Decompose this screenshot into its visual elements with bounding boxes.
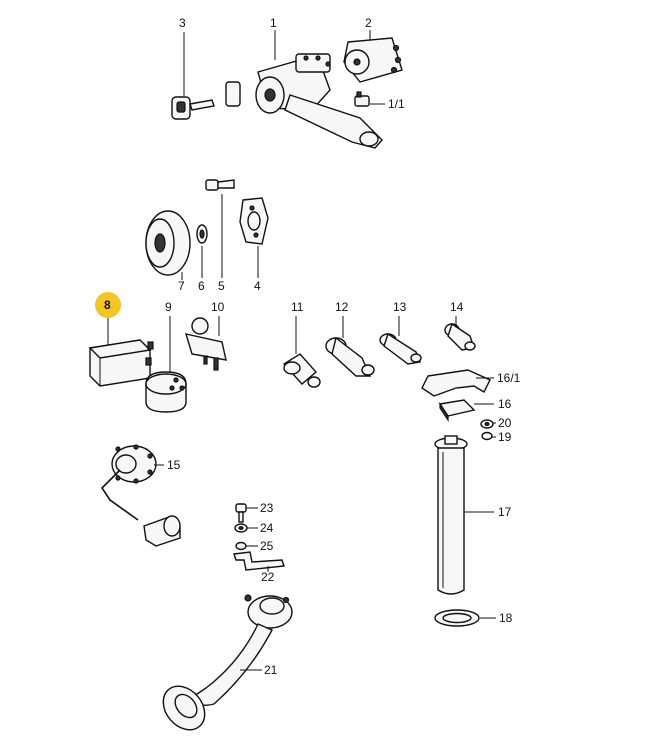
label-25: 25: [260, 539, 274, 553]
part-19-washer[interactable]: [481, 431, 493, 441]
part-12-oil-pressure-sender[interactable]: [325, 336, 375, 377]
part-18-gasket-ring[interactable]: [434, 609, 480, 627]
part-16-1-bracket[interactable]: [421, 369, 491, 397]
part-1-ignition-lock-housing[interactable]: [255, 53, 383, 149]
label-6: 6: [198, 279, 205, 293]
part-14-switch[interactable]: [444, 322, 476, 351]
label-13: 13: [393, 300, 407, 314]
label-2: 2: [365, 16, 372, 30]
label-17: 17: [498, 505, 512, 519]
part-23-bolt[interactable]: [235, 503, 247, 523]
part-10-brake-switch[interactable]: [184, 317, 227, 371]
part-15-tank-sender[interactable]: [100, 444, 181, 547]
label-5: 5: [218, 279, 225, 293]
label-16: 16: [498, 397, 512, 411]
part-17-fuel-level-sender[interactable]: [434, 435, 468, 595]
label-10: 10: [211, 300, 225, 314]
part-13-sender[interactable]: [379, 332, 422, 365]
part-25-lock-washer[interactable]: [235, 541, 247, 551]
part-4-gasket[interactable]: [239, 197, 269, 245]
label-23: 23: [260, 501, 274, 515]
label-14: 14: [450, 300, 464, 314]
label-20: 20: [498, 416, 512, 430]
label-12: 12: [335, 300, 349, 314]
part-5-bolt[interactable]: [205, 179, 235, 191]
part-9-round-relay[interactable]: [145, 371, 187, 413]
label-24: 24: [260, 521, 274, 535]
part-1-1-contact-switch[interactable]: [354, 91, 370, 107]
part-8-relay[interactable]: [88, 339, 154, 387]
label-22: 22: [261, 570, 275, 584]
part-6-washer[interactable]: [196, 224, 208, 244]
label-8[interactable]: 8: [104, 298, 111, 312]
label-3: 3: [179, 16, 186, 30]
label-15: 15: [167, 458, 181, 472]
label-4: 4: [254, 279, 261, 293]
part-7-horn-disc[interactable]: [145, 210, 191, 276]
key-blank: [225, 81, 241, 107]
part-24-washer[interactable]: [234, 523, 248, 533]
part-3-key[interactable]: [171, 96, 215, 120]
label-9: 9: [165, 300, 172, 314]
label-11: 11: [291, 300, 304, 314]
part-22-mounting-bracket[interactable]: [233, 551, 285, 571]
label-18: 18: [499, 611, 513, 625]
label-1-1: 1/1: [388, 97, 405, 111]
label-16-1: 16/1: [497, 371, 521, 385]
part-16-rubber-cap[interactable]: [438, 399, 476, 422]
label-21: 21: [264, 663, 278, 677]
part-2-ignition-switch[interactable]: [343, 37, 403, 83]
label-19: 19: [498, 430, 512, 444]
part-21-horn[interactable]: [155, 594, 293, 738]
label-7: 7: [178, 279, 185, 293]
highlight-marker-8: [95, 292, 121, 318]
part-11-temperature-sender[interactable]: [282, 353, 321, 388]
label-1: 1: [270, 16, 277, 30]
part-20-nut[interactable]: [480, 419, 494, 429]
